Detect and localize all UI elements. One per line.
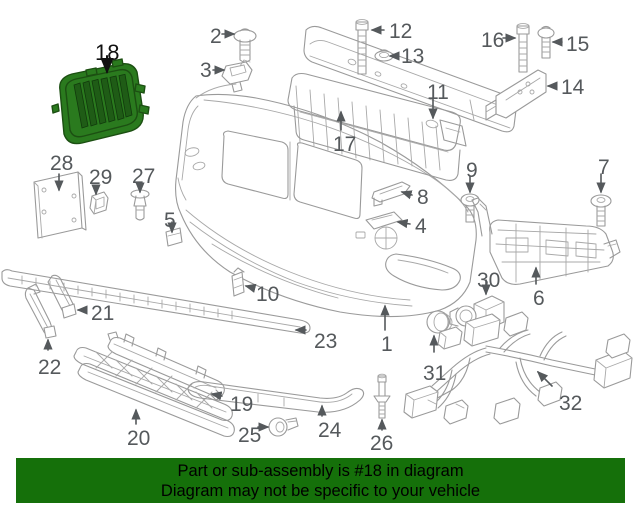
- part-4-tow-hook-cover[interactable]: [365, 211, 403, 230]
- callout-arrow-32: [536, 370, 553, 387]
- part-23-lower-trim-strip[interactable]: [1, 269, 311, 334]
- callout-label-2[interactable]: 2: [210, 25, 222, 48]
- part-18-kidney-grille[interactable]: [51, 58, 150, 145]
- part-12-long-bolt[interactable]: [355, 19, 369, 75]
- part-2-flange-bolt[interactable]: [233, 28, 257, 63]
- part-16-hex-bolt[interactable]: [516, 23, 530, 73]
- callout-label-28[interactable]: 28: [50, 152, 74, 175]
- part-7-screw[interactable]: [590, 194, 612, 227]
- callout-label-14[interactable]: 14: [561, 76, 585, 99]
- part-29-expanding-nut[interactable]: [89, 191, 109, 215]
- callout-label-16[interactable]: 16: [481, 29, 505, 52]
- part-14-mounting-bracket[interactable]: [485, 69, 547, 121]
- callout-label-22[interactable]: 22: [38, 356, 62, 379]
- part-21-side-trim-left[interactable]: [47, 274, 77, 319]
- part-26-long-screw[interactable]: [373, 373, 391, 419]
- callout-label-31[interactable]: 31: [423, 362, 447, 385]
- callout-label-12[interactable]: 12: [389, 20, 413, 43]
- callout-label-17[interactable]: 17: [333, 133, 357, 156]
- callout-label-7[interactable]: 7: [598, 156, 610, 179]
- callout-label-8[interactable]: 8: [417, 186, 429, 209]
- callout-label-27[interactable]: 27: [132, 165, 156, 188]
- callout-label-19[interactable]: 19: [230, 393, 254, 416]
- callout-label-18[interactable]: 18: [95, 40, 120, 65]
- part-22-side-trim-right[interactable]: [24, 283, 57, 339]
- callout-label-15[interactable]: 15: [566, 33, 590, 56]
- callout-arrow-19: [210, 391, 223, 401]
- callout-label-20[interactable]: 20: [127, 427, 151, 450]
- part-27-rivet[interactable]: [130, 189, 150, 221]
- part-32-wiring-harness[interactable]: [403, 311, 633, 425]
- part-8-bracket-small[interactable]: [371, 181, 411, 207]
- callout-label-25[interactable]: 25: [238, 424, 262, 447]
- callout-arrow-4: [396, 219, 411, 229]
- callout-label-5[interactable]: 5: [164, 209, 176, 232]
- callout-label-29[interactable]: 29: [89, 166, 113, 189]
- callout-label-11[interactable]: 11: [427, 81, 449, 104]
- callout-arrow-10: [244, 283, 257, 293]
- callout-label-4[interactable]: 4: [415, 215, 427, 238]
- part-15-screw[interactable]: [537, 25, 555, 59]
- part-17-energy-absorber[interactable]: [287, 72, 467, 181]
- callout-label-6[interactable]: 6: [533, 287, 545, 310]
- notice-line-1: Part or sub-assembly is #18 in diagram: [177, 461, 464, 480]
- part-10-bracket-clip[interactable]: [231, 267, 245, 297]
- callout-label-23[interactable]: 23: [314, 330, 338, 353]
- callout-label-1[interactable]: 1: [381, 333, 393, 356]
- fender-context-lines: [195, 83, 237, 99]
- callout-label-10[interactable]: 10: [256, 283, 280, 306]
- callout-label-9[interactable]: 9: [466, 159, 478, 182]
- callout-label-30[interactable]: 30: [477, 269, 501, 292]
- callout-label-26[interactable]: 26: [370, 432, 394, 455]
- part-3-clip-bracket[interactable]: [221, 59, 253, 93]
- part-6-grille-support-carrier[interactable]: [471, 197, 621, 285]
- callout-label-24[interactable]: 24: [318, 419, 342, 442]
- part-28-license-plate-bracket[interactable]: [33, 171, 87, 239]
- callout-label-3[interactable]: 3: [200, 59, 212, 82]
- part-11-reinforcement-beam[interactable]: [303, 25, 517, 133]
- callout-label-21[interactable]: 21: [91, 302, 115, 325]
- part-9-screw[interactable]: [460, 193, 480, 223]
- part-1-bumper-cover[interactable]: [175, 93, 477, 318]
- part-25-push-rivet[interactable]: [268, 417, 299, 437]
- callout-label-13[interactable]: 13: [401, 45, 425, 68]
- part-20-lower-grille[interactable]: [73, 346, 235, 438]
- part-notice-banner: Part or sub-assembly is #18 in diagram D…: [16, 458, 625, 503]
- callout-arrow-8: [400, 190, 413, 200]
- callout-label-32[interactable]: 32: [559, 392, 583, 415]
- part-24-lower-spoiler[interactable]: [187, 381, 365, 413]
- notice-line-2: Diagram may not be specific to your vehi…: [160, 481, 481, 500]
- part-31-pdc-sensor[interactable]: [426, 310, 453, 334]
